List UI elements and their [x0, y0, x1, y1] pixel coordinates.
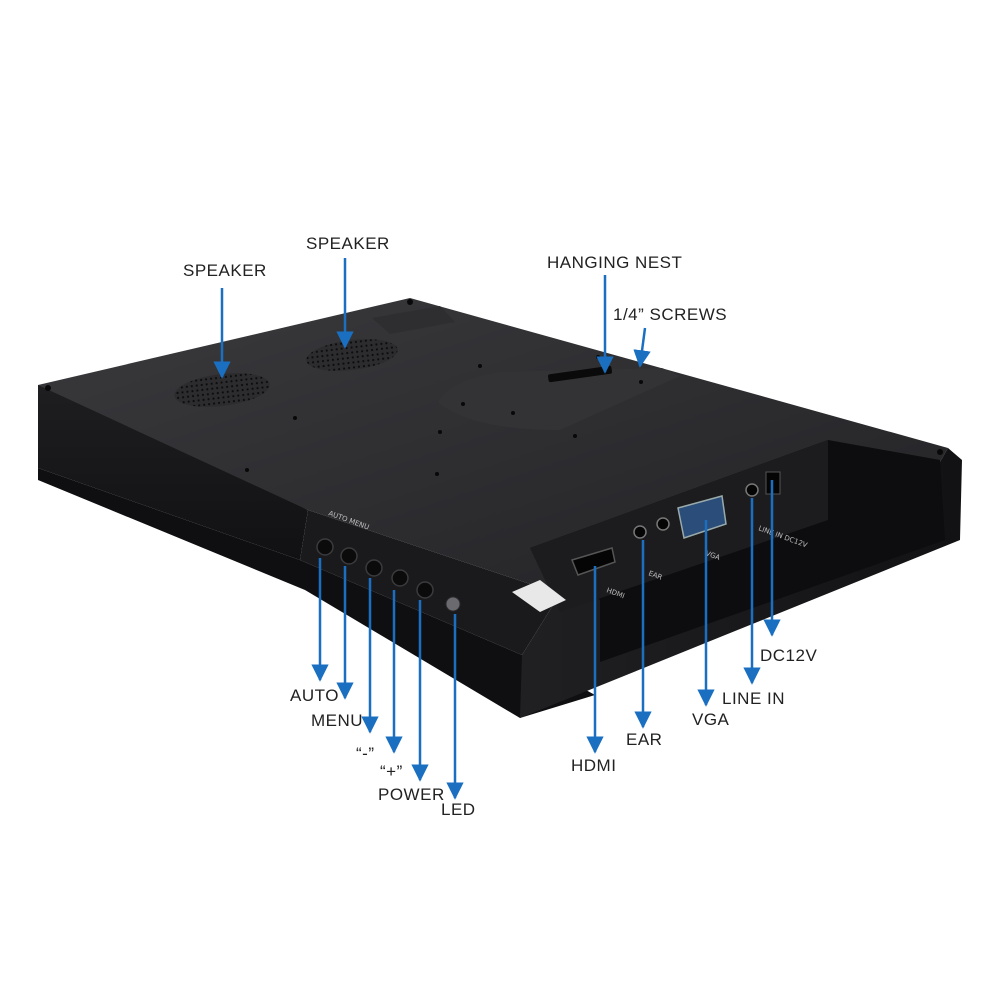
auto-button[interactable] — [316, 538, 334, 556]
hanging-nest-plate — [438, 368, 680, 430]
monitor-front-face — [38, 385, 308, 560]
label-plus: “+” — [380, 762, 403, 781]
corner-pad — [512, 580, 566, 612]
hanging-nest-slot — [548, 365, 612, 383]
vga-port — [677, 495, 727, 539]
label-ear: EAR — [626, 730, 662, 749]
callout-arrows — [213, 258, 781, 800]
arrow-screws — [633, 327, 651, 368]
line-in-jack — [745, 483, 759, 497]
label-minus: “-” — [356, 744, 374, 763]
hdmi-port — [570, 547, 616, 576]
speaker-grille-left — [174, 373, 270, 407]
ear-jack-2 — [656, 517, 670, 531]
ports — [570, 471, 781, 576]
label-screws: 1/4” SCREWS — [613, 305, 727, 324]
label-vga: VGA — [692, 710, 730, 729]
button-panel-face — [300, 510, 560, 655]
led-indicator — [445, 596, 461, 612]
label-speaker-left: SPEAKER — [183, 261, 267, 280]
speaker-grille-right — [306, 339, 398, 371]
plus-button[interactable] — [391, 569, 409, 587]
minus-button[interactable] — [365, 559, 383, 577]
label-hanging-nest: HANGING NEST — [547, 253, 682, 272]
menu-button[interactable] — [340, 547, 358, 565]
power-button[interactable] — [416, 581, 434, 599]
label-line-in: LINE IN — [722, 689, 785, 708]
ear-jack — [633, 525, 647, 539]
label-hdmi: HDMI — [571, 756, 616, 775]
label-dc12v: DC12V — [760, 646, 817, 665]
label-speaker-right: SPEAKER — [306, 234, 390, 253]
vesa-bump — [372, 306, 455, 334]
label-auto: AUTO — [290, 686, 339, 705]
label-led: LED — [441, 800, 476, 819]
control-buttons — [316, 538, 461, 612]
port-panel-wall — [530, 440, 828, 612]
label-power: POWER — [378, 785, 445, 804]
label-menu: MENU — [311, 711, 363, 730]
